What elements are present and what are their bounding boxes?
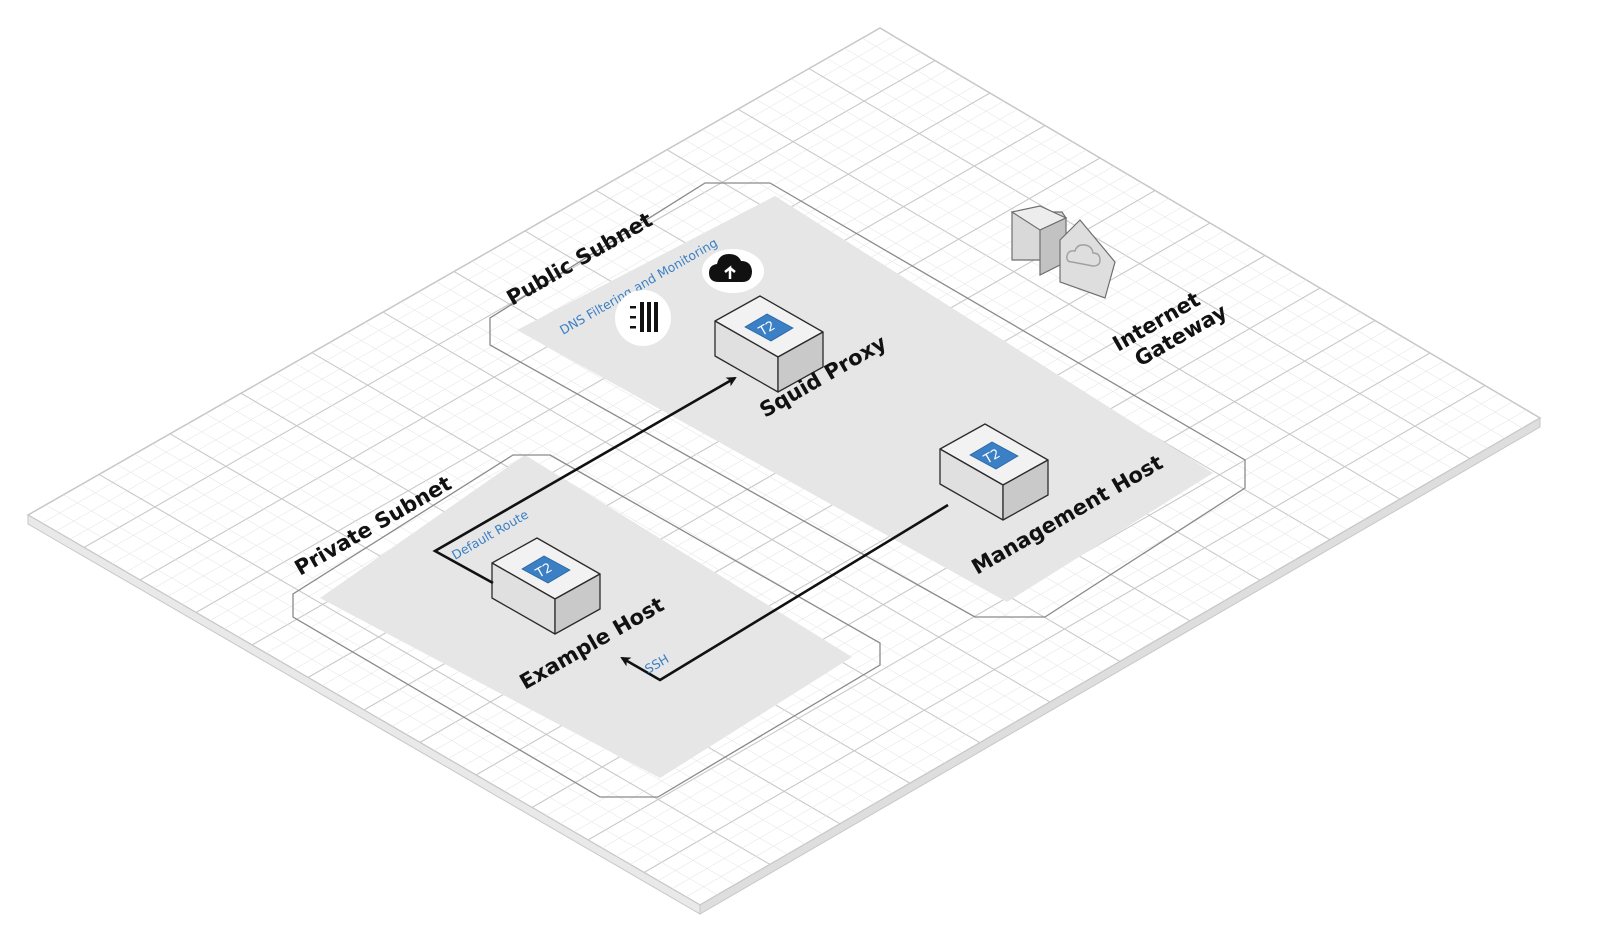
management-host-server: T2 bbox=[939, 423, 1049, 521]
t2-badge-text: T2 bbox=[756, 318, 778, 340]
cloud-upload-icon bbox=[702, 249, 764, 293]
t2-badge: T2 bbox=[521, 555, 571, 584]
t2-badge: T2 bbox=[969, 441, 1019, 470]
squid-proxy-server: T2 bbox=[714, 295, 824, 393]
t2-badge-text: T2 bbox=[533, 560, 555, 582]
private-subnet-boundary bbox=[292, 454, 881, 798]
numbered-list-icon bbox=[615, 290, 671, 346]
ssh-connector bbox=[620, 503, 949, 682]
default-route-connector bbox=[432, 376, 737, 585]
internet-gateway-icon bbox=[1010, 205, 1116, 299]
example-host-server: T2 bbox=[491, 537, 601, 635]
public-subnet-boundary bbox=[489, 182, 1246, 618]
t2-badge: T2 bbox=[744, 313, 794, 342]
t2-badge-text: T2 bbox=[981, 446, 1003, 468]
